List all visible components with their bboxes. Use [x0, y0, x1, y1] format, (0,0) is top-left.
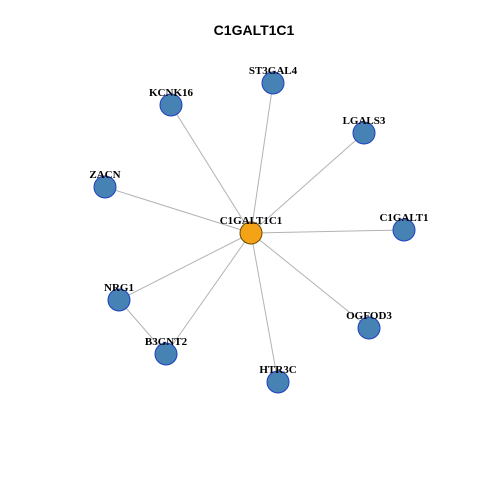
edge-c1galt1c1-lgals3: [250, 132, 365, 234]
edge-c1galt1c1-c1galt1: [250, 229, 405, 234]
edge-c1galt1c1-st3gal4: [250, 82, 274, 234]
node-label-ogfod3: OGFOD3: [346, 310, 392, 322]
node-label-kcnk16: KCNK16: [149, 87, 194, 99]
edge-c1galt1c1-htr3c: [250, 232, 279, 383]
edge-c1galt1c1-zacn: [104, 186, 252, 234]
edge-c1galt1c1-ogfod3: [250, 232, 370, 329]
diagram-title: C1GALT1C1: [214, 22, 295, 38]
edge-c1galt1c1-kcnk16: [170, 104, 252, 234]
node-htr3c: [266, 370, 290, 394]
node-zacn: [93, 175, 117, 199]
node-ogfod3: [357, 316, 381, 340]
node-label-zacn: ZACN: [89, 169, 120, 181]
node-nrg1: [107, 288, 131, 312]
node-label-st3gal4: ST3GAL4: [249, 65, 298, 77]
node-label-lgals3: LGALS3: [343, 115, 386, 127]
node-label-b3gnt2: B3GNT2: [145, 336, 188, 348]
node-st3gal4: [261, 71, 285, 95]
edge-c1galt1c1-nrg1: [118, 232, 252, 301]
edge-nrg1-b3gnt2: [118, 299, 167, 355]
edges-layer: [104, 82, 405, 383]
node-b3gnt2: [154, 342, 178, 366]
node-c1galt1: [392, 218, 416, 242]
node-label-nrg1: NRG1: [104, 282, 134, 294]
node-label-htr3c: HTR3C: [259, 364, 296, 376]
node-label-c1galt1c1: C1GALT1C1: [220, 215, 283, 227]
node-c1galt1c1: [239, 221, 263, 245]
node-label-c1galt1: C1GALT1: [379, 212, 428, 224]
node-lgals3: [352, 121, 376, 145]
edge-c1galt1c1-b3gnt2: [165, 232, 252, 355]
nodes-layer: [93, 71, 416, 394]
node-kcnk16: [159, 93, 183, 117]
